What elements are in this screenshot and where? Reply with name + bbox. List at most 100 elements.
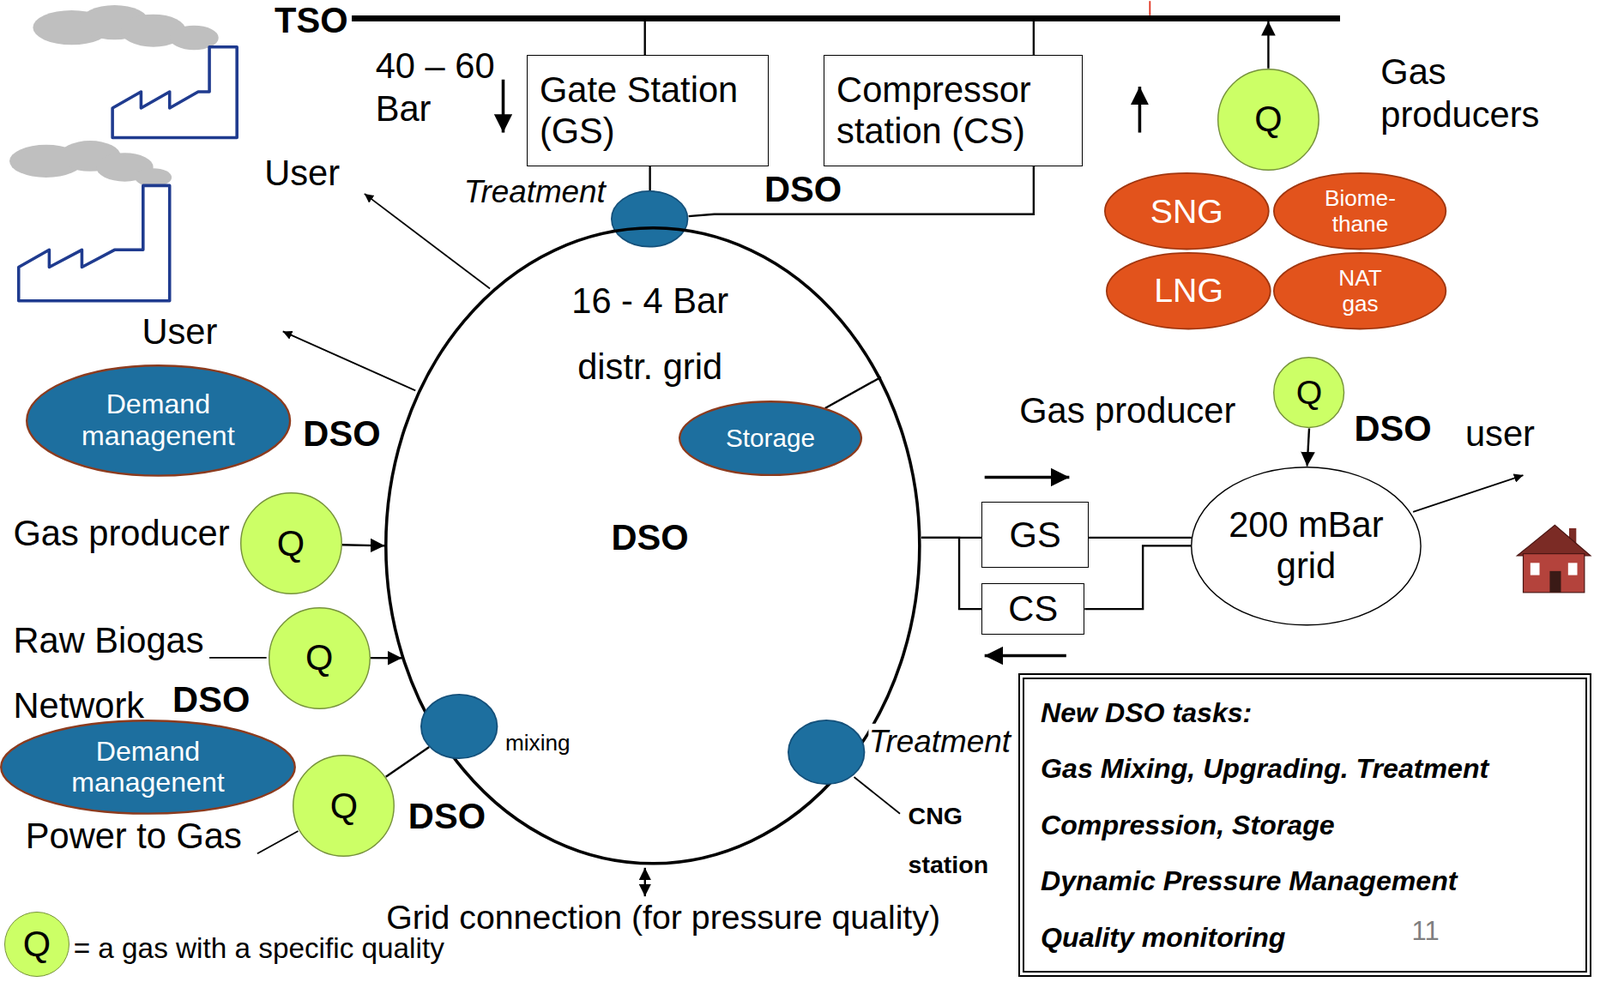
text-anchor: DSO — [764, 171, 842, 208]
node-text: Treatment — [869, 723, 1011, 760]
leader-line — [257, 831, 299, 854]
label-text: user — [1465, 413, 1535, 455]
label-text: Q — [23, 923, 51, 966]
station-box: GS — [981, 501, 1089, 568]
label-text: Grid connection (for pressure quality) — [386, 899, 941, 937]
text-column: SNG — [1150, 192, 1224, 231]
house-window — [1568, 562, 1578, 575]
label-text: 40 – 60 Bar — [375, 44, 504, 131]
text-column: CS — [1008, 588, 1058, 630]
text-column: Gate Station (GS) — [539, 69, 756, 152]
gas-quality-circle: Q — [268, 607, 371, 710]
node-outline-ellipse — [26, 365, 290, 476]
node-outline-ellipse — [240, 493, 342, 595]
text-anchor: User — [141, 311, 218, 353]
text-anchor: TSO — [274, 0, 349, 42]
node-text: Treatment — [464, 173, 606, 210]
connector — [1032, 21, 1035, 56]
label-text: DSO — [302, 413, 381, 455]
text-column: LNG — [1153, 271, 1224, 310]
node-text: Q — [277, 523, 305, 565]
node-outline-ellipse — [386, 228, 920, 864]
label-text: Power to Gas — [25, 816, 242, 857]
node-outline-ellipse — [611, 191, 689, 248]
label-text: Gas producer — [1019, 390, 1236, 432]
station-box: Compressor station (CS) — [823, 54, 1083, 166]
gas-quality-circle: Q — [240, 492, 343, 595]
connector — [341, 544, 385, 546]
node-outline — [420, 694, 498, 760]
house-icon — [1516, 525, 1591, 592]
node-text: Biome- thane — [1304, 185, 1417, 237]
text-anchor: 40 – 60 Bar — [375, 44, 504, 131]
text-anchor: Raw Biogas — [12, 620, 204, 662]
text-anchor: Gas producers — [1380, 50, 1554, 137]
demand-management-ellipse: Demand managenent — [0, 719, 296, 816]
connector-group — [341, 21, 1310, 778]
red-tick — [1148, 0, 1151, 16]
low-pressure-grid-ellipse: 200 mBar grid — [1190, 466, 1422, 627]
node-text: Storage — [725, 423, 816, 453]
house-window — [1530, 562, 1540, 575]
text-anchor: Network — [12, 686, 145, 726]
node-outline-ellipse — [1191, 466, 1421, 625]
text-anchor: Power to Gas — [25, 816, 242, 857]
text-anchor: user — [1465, 413, 1535, 455]
demand-management-ellipse: Demand managenent — [25, 364, 291, 477]
node-outline-ellipse — [1273, 253, 1446, 330]
node-outline — [610, 190, 689, 248]
node-outline-ellipse — [421, 694, 498, 759]
node-text: Compressor station (CS) — [836, 69, 1070, 152]
text-column: 200 mBar grid — [1224, 504, 1388, 587]
label-text: Gas producers — [1380, 50, 1554, 137]
text-anchor: = a gas with a specific quality — [73, 932, 445, 966]
text-column: Q — [1254, 98, 1282, 140]
text-column: Q — [305, 637, 333, 679]
station-box: CS — [981, 583, 1085, 634]
text-anchor: Treatment — [869, 723, 1011, 760]
node-text: distr. grid — [577, 346, 723, 388]
house-wall — [1522, 554, 1584, 593]
label-text: DSO — [764, 171, 842, 208]
node-text: Q — [330, 785, 358, 828]
text-anchor: Gas producer — [1019, 390, 1236, 432]
node-text: Q — [1296, 373, 1323, 412]
text-column: NAT gas — [1329, 265, 1391, 317]
label-text: DSO — [172, 680, 250, 720]
text-anchor: Grid connection (for pressure quality) — [386, 899, 941, 937]
tasks-box: New DSO tasks:Gas Mixing, Upgrading. Tre… — [1018, 673, 1592, 978]
node-outline — [787, 719, 865, 785]
flow-arrow — [984, 654, 1067, 659]
node-text: Dynamic Pressure Management — [1040, 865, 1489, 898]
text-anchor: Q — [23, 923, 51, 966]
node-text: mixing — [505, 730, 571, 756]
user-arrow — [283, 331, 417, 391]
connector — [644, 21, 647, 56]
gas-source-ellipse: NAT gas — [1273, 252, 1447, 330]
smoke-cloud — [9, 5, 219, 188]
pressure-up-arrow — [1138, 86, 1142, 133]
text-anchor: 16 - 4 Bar — [571, 280, 729, 322]
node-text: Q — [305, 637, 333, 679]
node-outline-ellipse — [293, 755, 395, 858]
leader-line — [854, 777, 901, 815]
treatment-point: Treatment — [610, 190, 689, 248]
treatment-point: Treatment — [787, 719, 865, 785]
node-text: Quality monitoring — [1040, 922, 1489, 954]
factory-icon — [112, 47, 237, 139]
node-text: GS — [1009, 514, 1062, 556]
gas-source-ellipse: LNG — [1105, 252, 1272, 330]
label-text: User — [141, 311, 218, 353]
label-text: DSO — [408, 796, 486, 837]
text-column: Q — [330, 785, 358, 828]
text-anchor: distr. grid — [577, 346, 723, 388]
text-anchor: DSO — [172, 680, 250, 720]
connector — [386, 747, 430, 778]
text-column: Demand managenent — [55, 736, 240, 800]
smoke-puff — [134, 168, 172, 187]
node-outline-ellipse — [788, 719, 865, 784]
text-anchor: User — [264, 152, 340, 194]
pressure-down-arrow — [501, 79, 506, 133]
label-text: Network — [12, 686, 145, 726]
